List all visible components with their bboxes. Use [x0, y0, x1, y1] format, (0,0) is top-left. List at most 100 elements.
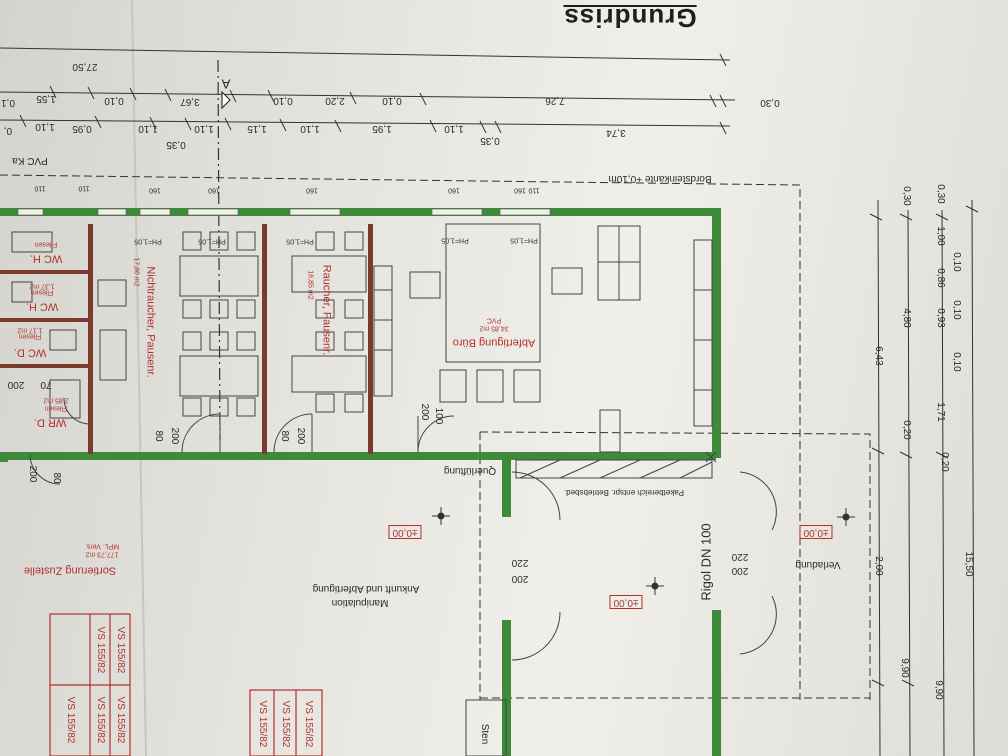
section-label-a: A — [221, 76, 231, 92]
dim-row2-g: 1,10 — [194, 123, 214, 134]
building-walls — [0, 208, 721, 756]
right-dim-010a: 0,10 — [951, 252, 962, 272]
shelf-buero — [693, 239, 713, 427]
right-dim-total: 15,50 — [963, 551, 974, 577]
window-width-2: 110 — [78, 184, 90, 192]
right-dim-480: 4,80 — [901, 308, 912, 328]
door-hall-2 — [511, 611, 561, 661]
paper-fold-line — [131, 0, 147, 756]
vs-boxes — [49, 613, 323, 756]
window-width-3: 160 — [149, 186, 161, 194]
vs-label-8: VS 155/82 — [303, 700, 314, 748]
door-size-nicht-200: 200 — [169, 427, 180, 445]
pvc-label: PVC Ka — [12, 155, 48, 166]
ankunft-label: Ankunft und Abfertigung — [312, 583, 420, 594]
dim-row2-f: 1,15 — [247, 123, 267, 134]
table-raucher-1 — [291, 255, 367, 293]
right-dimension-lines — [869, 199, 979, 756]
bench-raucher — [373, 265, 393, 397]
vs-label-1: VS 155/82 — [115, 626, 126, 674]
dim-row2-b: 0,35 — [480, 135, 500, 146]
vs-label-6: VS 155/82 — [257, 700, 268, 748]
partition-nicht-raucher — [262, 224, 267, 454]
door-size-nicht-80: 80 — [153, 430, 164, 442]
door-size-wc-70: 70 — [40, 379, 52, 390]
drawing-title: Grundriss — [563, 3, 697, 33]
table-nicht-1 — [179, 255, 259, 297]
vs-label-5: VS 155/82 — [65, 696, 76, 744]
area-117: 1,17 m2 — [17, 326, 43, 334]
vs-label-2: VS 155/82 — [95, 626, 106, 674]
right-dim-086: 0,86 — [935, 268, 946, 288]
level-marker-1: ±0,00 — [388, 525, 422, 539]
counter — [99, 329, 127, 381]
area-137: 1,37 m2 — [29, 282, 55, 290]
right-dim-010b: 0,10 — [951, 300, 962, 320]
dimension-ticks — [19, 53, 727, 135]
ph-label-2: PH=1,05 — [198, 237, 226, 245]
corridor-wall — [0, 452, 420, 460]
level-crosshairs — [432, 507, 855, 595]
right-dim-020a: 0,20 — [901, 420, 912, 440]
partition-wc-row2 — [0, 318, 88, 322]
dim-row1-f: 3,67 — [180, 96, 200, 107]
section-marker-a — [217, 59, 231, 441]
sink — [97, 279, 127, 307]
outer-wall-top — [0, 208, 720, 216]
manipulation-label: Manipulation — [331, 597, 389, 608]
right-dim-990b: 9,90 — [899, 658, 910, 678]
door-size-ext-200: 200 — [27, 465, 38, 483]
door-verladung-2 — [739, 595, 777, 655]
outer-wall-right-lower — [712, 610, 721, 756]
level-marker-3: ±0,00 — [799, 525, 833, 539]
sortierung-area: 177,73 m2 — [85, 550, 119, 558]
paketbereich-label: Paketbereich entspr. Betriebsbed. — [563, 488, 685, 497]
room-buero-area: 34,85 m2 — [479, 324, 509, 332]
right-dim-020b: 0,20 — [939, 452, 950, 472]
fliesen-2: Fliesen — [30, 288, 54, 296]
right-dim-100: 1,00 — [935, 226, 946, 246]
room-buero-floor: PVC — [486, 316, 502, 324]
dimension-line-row1 — [0, 91, 736, 101]
wc-h-2: WC H. — [25, 300, 59, 313]
window-width-5: 160 — [306, 186, 318, 194]
door-size-buero-100: 100 — [433, 407, 444, 425]
dim-row2-d: 1,95 — [372, 123, 392, 134]
table-raucher-2 — [291, 355, 367, 393]
dim-row1-g: 0,10 — [104, 95, 124, 106]
window-width-1: 110 — [34, 184, 46, 192]
dimension-line-total — [0, 47, 731, 61]
window-width-8: 110 — [528, 186, 540, 194]
dim-row2-l: 0, — [3, 125, 13, 136]
room-nicht-name: Nichtraucher, Pausenr. — [144, 266, 157, 378]
rigol-label: Rigol DN 100 — [698, 523, 714, 601]
dim-row1-d: 2,20 — [325, 95, 345, 106]
dim-row2-e: 1,10 — [300, 123, 320, 134]
sten-label: Sten — [479, 723, 490, 745]
dim-row1-a: 0,30 — [760, 97, 780, 108]
room-nicht-area: 17,86 m2 — [132, 257, 140, 287]
table-nicht-2 — [179, 355, 259, 397]
wr-d: WR D. — [33, 416, 67, 429]
pillar-wall-a — [502, 452, 511, 517]
right-dim-030b: 0,30 — [935, 184, 946, 204]
door-size-raucher-80: 80 — [279, 430, 290, 442]
right-dim-093: 0,93 — [935, 308, 946, 328]
verladung-label: Verladung — [795, 559, 841, 570]
door-verladung-1 — [739, 471, 777, 531]
door-nicht — [181, 413, 221, 453]
fliesen-3: Fliesen — [18, 332, 42, 340]
desk-buero — [445, 223, 541, 363]
ph-label-4: PH=1,05 — [441, 236, 469, 244]
furniture — [11, 223, 713, 756]
partition-wc-row3 — [0, 364, 88, 368]
vs-label-4: VS 155/82 — [95, 696, 106, 744]
door-raucher — [273, 413, 313, 453]
dim-row2-a: 3,74 — [606, 127, 626, 138]
wc-h-1: WC H. — [29, 252, 63, 265]
partition-wc-row1 — [0, 270, 88, 274]
door-hall-1 — [511, 471, 561, 521]
querlueftung-label: Querlüftung — [443, 465, 497, 476]
dim-row2-k: 1,10 — [35, 121, 55, 132]
